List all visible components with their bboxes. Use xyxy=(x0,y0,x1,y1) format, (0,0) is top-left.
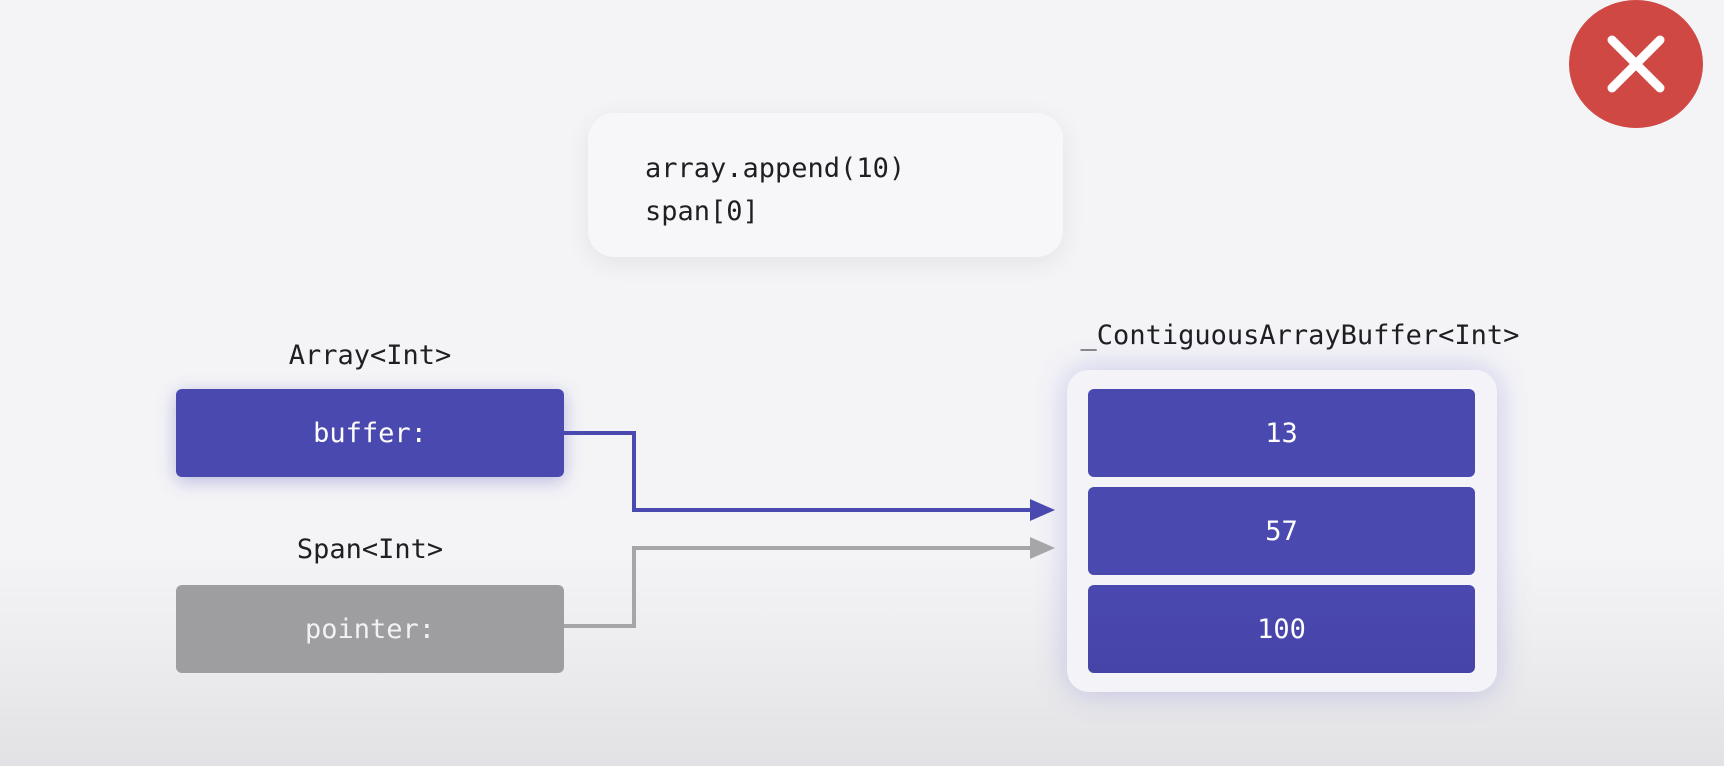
span-pointer-arrow xyxy=(564,537,1055,628)
contiguous-array-buffer: 13 57 100 xyxy=(1067,370,1497,692)
buffer-cell: 57 xyxy=(1088,487,1475,575)
code-line: span[0] xyxy=(645,196,759,227)
array-type-label: Array<Int> xyxy=(288,340,452,371)
array-buffer-field-label: buffer: xyxy=(313,417,427,449)
array-buffer-field: buffer: xyxy=(176,389,564,477)
span-pointer-field: pointer: xyxy=(176,585,564,673)
span-pointer-field-label: pointer: xyxy=(304,613,436,645)
close-button[interactable] xyxy=(1569,0,1703,128)
buffer-cell: 100 xyxy=(1088,585,1475,673)
code-line: array.append(10) xyxy=(645,153,906,184)
code-snippet: array.append(10) span[0] xyxy=(588,113,1063,257)
buffer-cell-value: 57 xyxy=(1265,515,1298,547)
buffer-cell: 13 xyxy=(1088,389,1475,477)
buffer-cell-value: 100 xyxy=(1257,613,1306,645)
buffer-type-label: _ContiguousArrayBuffer<Int> xyxy=(1080,320,1520,351)
span-type-label: Span<Int> xyxy=(296,534,444,565)
buffer-cell-value: 13 xyxy=(1265,417,1298,449)
close-icon xyxy=(1607,35,1665,93)
array-buffer-arrow xyxy=(564,431,1055,521)
